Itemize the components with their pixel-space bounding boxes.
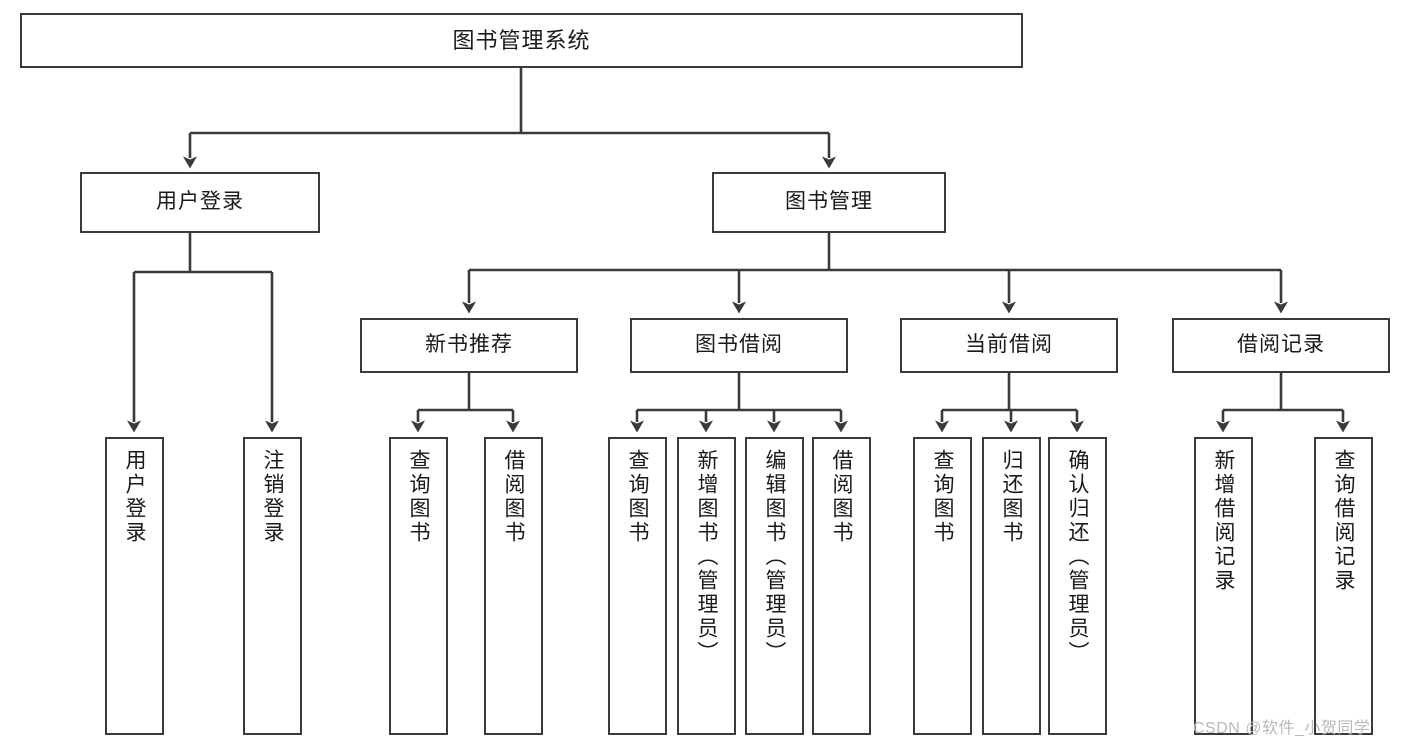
node-label: 用户登录: [156, 190, 244, 214]
node-label: 查询借阅记录: [1332, 449, 1355, 593]
node-label: 当前借阅: [965, 333, 1053, 357]
leaf-search-book-current[interactable]: 查询图书: [913, 437, 972, 735]
leaf-search-borrow-record[interactable]: 查询借阅记录: [1314, 437, 1373, 735]
leaf-search-book-recommend[interactable]: 查询图书: [389, 437, 448, 735]
node-label: 编辑图书（管理员）: [763, 449, 786, 665]
leaf-borrow-book-recommend[interactable]: 借阅图书: [484, 437, 543, 735]
node-book-borrow[interactable]: 图书借阅: [630, 318, 848, 373]
leaf-return-book[interactable]: 归还图书: [982, 437, 1041, 735]
node-label: 图书管理: [785, 190, 873, 214]
node-label: 确认归还（管理员）: [1066, 449, 1089, 665]
node-book-management[interactable]: 图书管理: [712, 172, 946, 233]
node-user-login[interactable]: 用户登录: [80, 172, 320, 233]
node-label: 新增图书（管理员）: [695, 449, 718, 665]
leaf-borrow-book[interactable]: 借阅图书: [812, 437, 871, 735]
node-label: 注销登录: [261, 449, 284, 545]
node-new-book-recommend[interactable]: 新书推荐: [360, 318, 578, 373]
node-current-borrow[interactable]: 当前借阅: [900, 318, 1118, 373]
node-label: 新增借阅记录: [1212, 449, 1235, 593]
leaf-user-login[interactable]: 用户登录: [105, 437, 164, 735]
leaf-add-borrow-record[interactable]: 新增借阅记录: [1194, 437, 1253, 735]
node-label: 归还图书: [1000, 449, 1023, 545]
node-label: 查询图书: [931, 449, 954, 545]
node-label: 用户登录: [123, 449, 146, 545]
node-label: 查询图书: [626, 449, 649, 545]
node-borrow-records[interactable]: 借阅记录: [1172, 318, 1390, 373]
node-label: 借阅图书: [830, 449, 853, 545]
leaf-logout[interactable]: 注销登录: [243, 437, 302, 735]
node-label: 借阅图书: [502, 449, 525, 545]
watermark-csdn: CSDN @软件_小贺同学: [1193, 720, 1371, 737]
node-label: 图书借阅: [695, 333, 783, 357]
node-label: 新书推荐: [425, 333, 513, 357]
node-label: 图书管理系统: [452, 27, 591, 53]
leaf-search-book[interactable]: 查询图书: [608, 437, 667, 735]
leaf-add-book-admin[interactable]: 新增图书（管理员）: [677, 437, 736, 735]
node-root-system[interactable]: 图书管理系统: [20, 13, 1023, 68]
leaf-edit-book-admin[interactable]: 编辑图书（管理员）: [745, 437, 804, 735]
node-label: 借阅记录: [1237, 333, 1325, 357]
leaf-confirm-return-admin[interactable]: 确认归还（管理员）: [1048, 437, 1107, 735]
node-label: 查询图书: [407, 449, 430, 545]
